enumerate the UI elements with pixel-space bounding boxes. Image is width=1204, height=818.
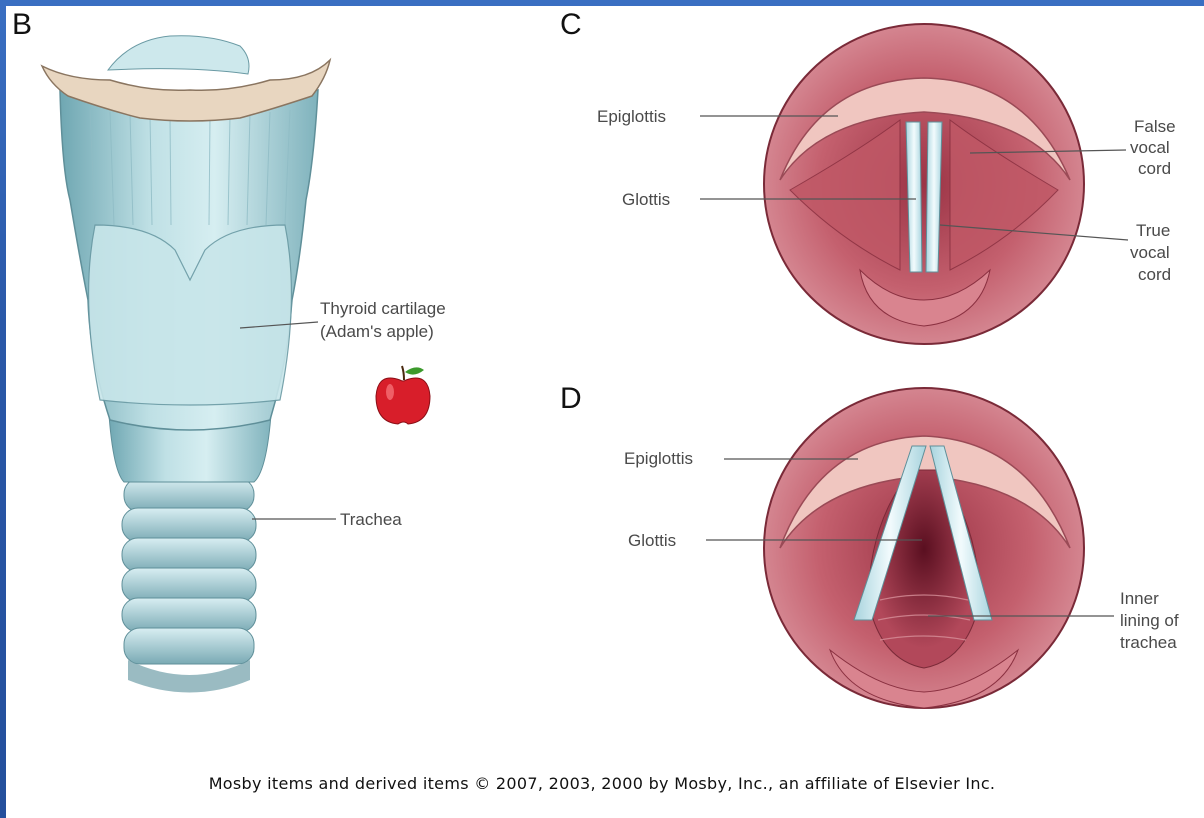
glottis-closed-view <box>764 24 1084 344</box>
label-inner-1: Inner <box>1120 589 1159 608</box>
glottis-open-view <box>764 388 1084 708</box>
label-true-1: True <box>1136 221 1170 240</box>
trachea-rings <box>122 478 256 693</box>
label-inner-3: trachea <box>1120 633 1177 652</box>
panel-c-letter: C <box>560 8 582 41</box>
label-inner-2: lining of <box>1120 611 1179 630</box>
label-false-2: vocal <box>1130 138 1170 157</box>
label-trachea: Trachea <box>340 510 402 529</box>
label-true-2: vocal <box>1130 243 1170 262</box>
apple-icon <box>376 366 430 424</box>
label-c-glottis: Glottis <box>622 190 670 209</box>
label-false-1: False <box>1134 117 1176 136</box>
label-adams-apple: (Adam's apple) <box>320 322 434 341</box>
panel-b-letter: B <box>12 8 32 41</box>
larynx-illustration <box>42 36 330 693</box>
panel-d-letter: D <box>560 382 582 415</box>
copyright-footer: Mosby items and derived items © 2007, 20… <box>0 774 1204 793</box>
label-d-glottis: Glottis <box>628 531 676 550</box>
label-d-epiglottis: Epiglottis <box>624 449 693 468</box>
label-false-3: cord <box>1138 159 1171 178</box>
label-true-3: cord <box>1138 265 1171 284</box>
label-c-epiglottis: Epiglottis <box>597 107 666 126</box>
label-thyroid-cartilage: Thyroid cartilage <box>320 299 446 318</box>
